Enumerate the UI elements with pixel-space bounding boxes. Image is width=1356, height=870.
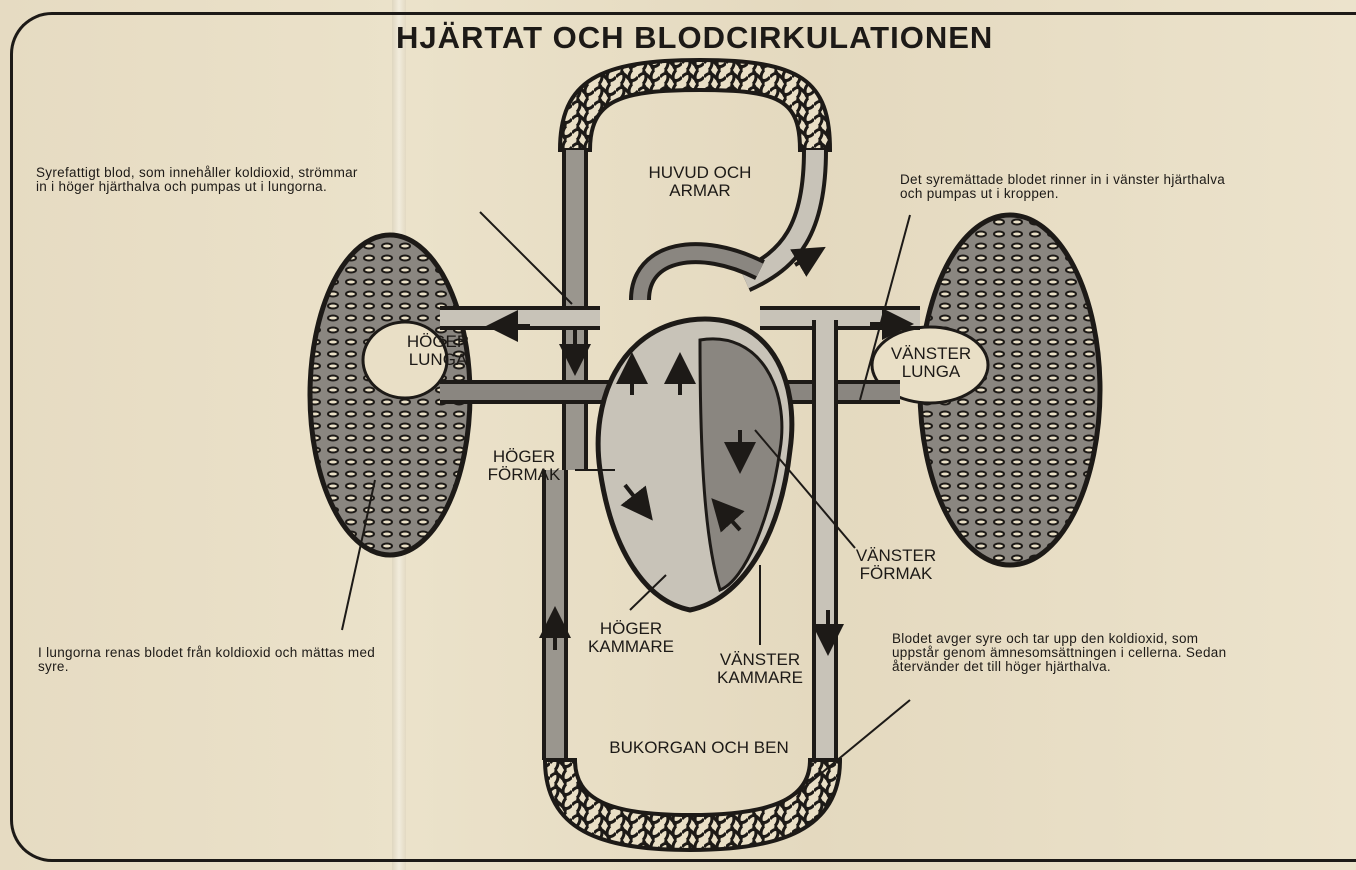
label-left-atrium: VÄNSTER FÖRMAK	[846, 547, 946, 583]
note-lungs: I lungorna renas blodet från koldioxid o…	[38, 646, 498, 674]
label-right-ventricle: HÖGER KAMMARE	[578, 620, 684, 656]
label-right-atrium: HÖGER FÖRMAK	[476, 448, 572, 484]
label-left-ventricle: VÄNSTER KAMMARE	[704, 651, 816, 687]
label-abdomen-legs: BUKORGAN OCH BEN	[578, 739, 820, 757]
abdomen-legs-capillaries	[545, 760, 840, 850]
page-title: HJÄRTAT OCH BLODCIRKULATIONEN	[396, 20, 1036, 56]
note-oxygen-rich-blood: Det syremättade blodet rinner in i vänst…	[900, 173, 1350, 201]
label-left-lung: VÄNSTER LUNGA	[878, 345, 984, 381]
left-lung	[872, 215, 1100, 565]
label-right-lung: HÖGER LUNGA	[398, 333, 478, 369]
note-oxygen-poor-blood: Syrefattigt blod, som innehåller koldiox…	[36, 166, 506, 194]
note-body-cells: Blodet avger syre och tar upp den koldio…	[892, 632, 1342, 674]
head-arms-capillaries	[560, 60, 830, 150]
label-head-arms: HUVUD OCH ARMAR	[636, 164, 764, 200]
